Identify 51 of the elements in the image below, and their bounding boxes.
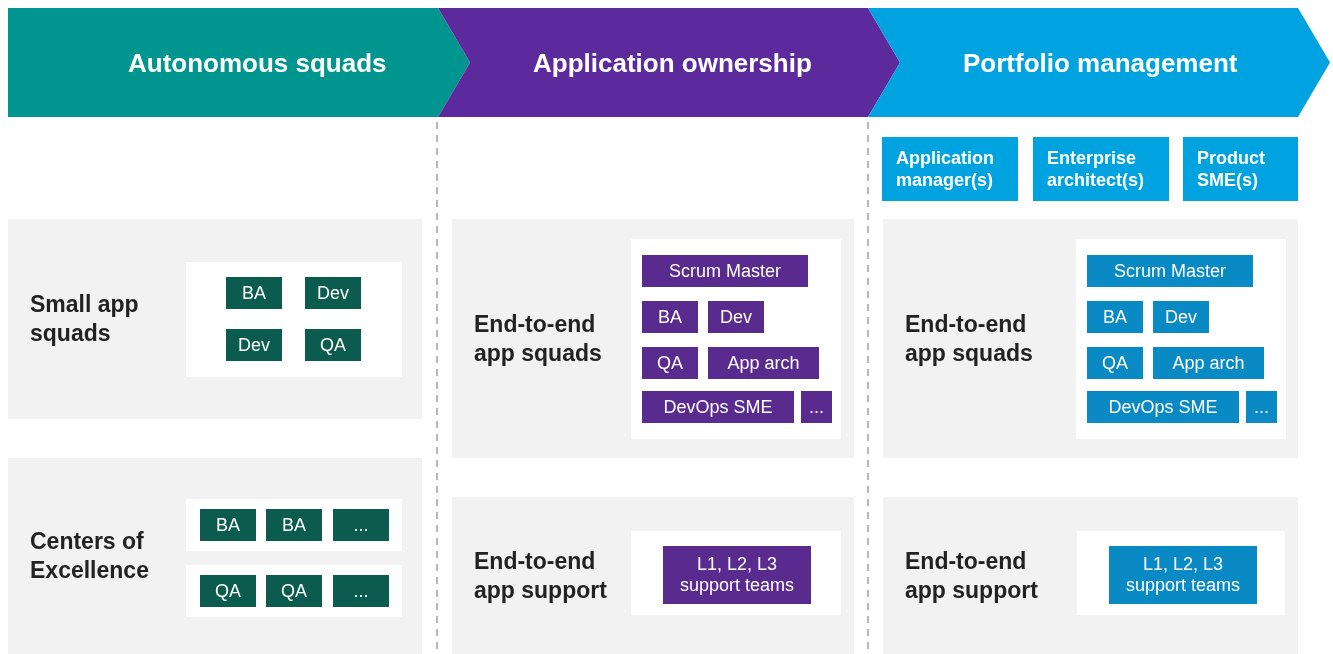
role-tag: BA: [266, 509, 322, 541]
role-tag: BA: [642, 301, 698, 333]
panel-title: Small app squads: [30, 290, 140, 348]
team-card: [631, 531, 841, 615]
panel-title: End-to-end app squads: [905, 309, 1034, 368]
banner-title: Application ownership: [533, 47, 812, 78]
role-tag: Dev: [1153, 301, 1209, 333]
team-card: [1077, 531, 1285, 615]
role-tag: QA: [642, 347, 698, 379]
panel-title: End-to-end app support: [905, 546, 1039, 605]
banner-title: Portfolio management: [963, 47, 1238, 78]
role-tag: ...: [333, 509, 389, 541]
section-panel: [8, 219, 422, 419]
role-tag: Scrum Master: [642, 255, 808, 287]
role-label: Enterprise architect(s): [1033, 137, 1169, 201]
section-panel: [8, 458, 422, 654]
role-tag: DevOps SME: [642, 391, 794, 423]
role-tag: QA: [200, 575, 256, 607]
panel-title: End-to-end app squads: [474, 309, 603, 368]
role-tag: BA: [226, 277, 282, 309]
role-tag: L1, L2, L3 support teams: [1109, 546, 1257, 604]
role-tag: Scrum Master: [1087, 255, 1253, 287]
section-panel: [883, 497, 1298, 654]
panel-title: End-to-end app support: [474, 546, 608, 605]
role-tag: QA: [1087, 347, 1143, 379]
team-card: [631, 239, 841, 439]
panel-title: Centers of Excellence: [30, 527, 150, 585]
team-card: [186, 565, 402, 617]
role-tag: DevOps SME: [1087, 391, 1239, 423]
role-tag: BA: [200, 509, 256, 541]
role-tag: QA: [266, 575, 322, 607]
role-tag: Dev: [305, 277, 361, 309]
role-tag: App arch: [1153, 347, 1264, 379]
team-card: [186, 499, 402, 551]
role-tag: App arch: [708, 347, 819, 379]
role-tag: QA: [305, 329, 361, 361]
role-label: Application manager(s): [882, 137, 1018, 201]
role-tag: ...: [801, 391, 832, 423]
role-tag: BA: [1087, 301, 1143, 333]
role-tag: Dev: [226, 329, 282, 361]
role-tag: ...: [1246, 391, 1277, 423]
role-tag: Dev: [708, 301, 764, 333]
role-tag: L1, L2, L3 support teams: [663, 546, 811, 604]
section-panel: [452, 497, 854, 654]
team-card: [186, 262, 402, 377]
role-tag: ...: [333, 575, 389, 607]
banner-title: Autonomous squads: [128, 47, 387, 78]
role-label: Product SME(s): [1183, 137, 1298, 201]
team-card: [1076, 239, 1286, 439]
section-panel: [452, 219, 854, 458]
section-panel: [883, 219, 1298, 458]
